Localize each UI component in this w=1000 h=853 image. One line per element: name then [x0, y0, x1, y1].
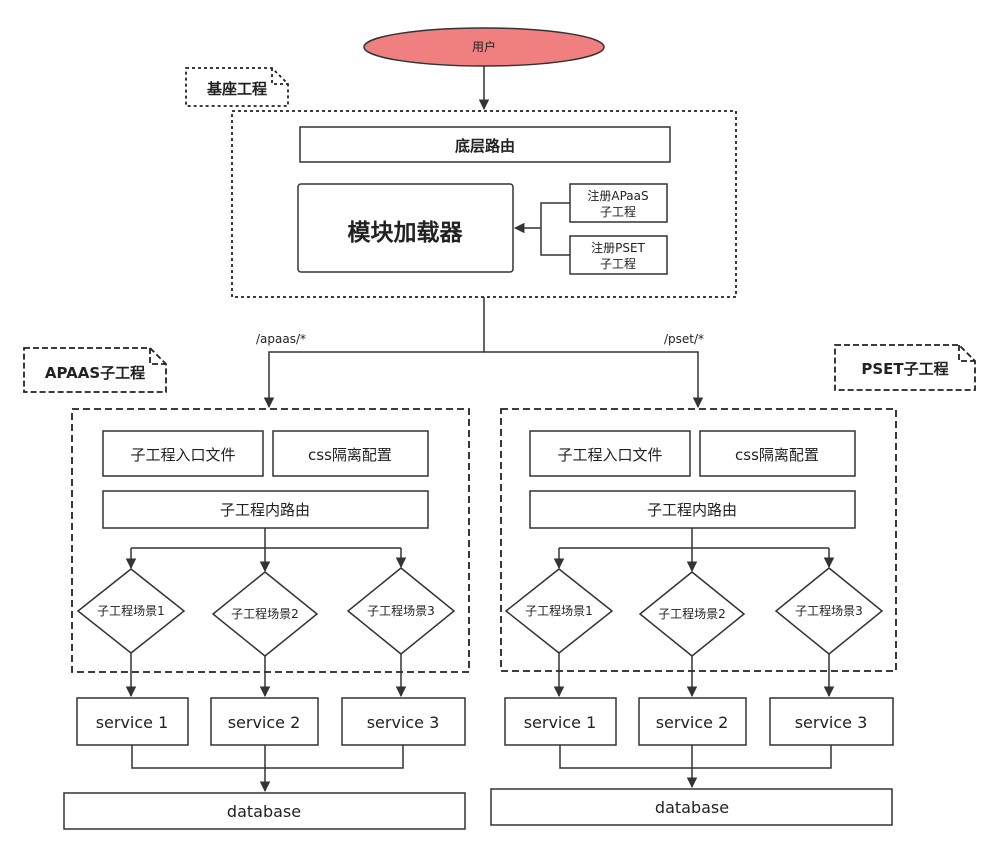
route-label-apaas: /apaas/* [256, 332, 306, 346]
pset-database-label: database [655, 798, 729, 817]
module-loader-box: 模块加载器 [297, 183, 514, 273]
apaas-service2: service 2 [210, 697, 319, 746]
module-loader-label: 模块加载器 [348, 220, 464, 246]
pset-scene3: 子工程场景3 [774, 567, 884, 655]
base-project-tag: 基座工程 [185, 67, 289, 107]
pset-css-label: css隔离配置 [735, 446, 819, 464]
apaas-container [71, 408, 470, 673]
register-pset-line1: 注册PSET [591, 240, 645, 255]
register-apaas-box: 注册APaaS 子工程 [569, 183, 668, 223]
pset-css-box: css隔离配置 [699, 430, 856, 477]
route-arrow-apaas [263, 297, 485, 409]
route-arrow-pset [484, 351, 704, 409]
route-label-pset: /pset/* [664, 332, 704, 346]
pset-service2-label: service 2 [656, 713, 729, 732]
base-project-label: 基座工程 [206, 80, 267, 98]
register-apaas-line2: 子工程 [600, 204, 636, 219]
apaas-service1: service 1 [76, 697, 189, 746]
user-label: 用户 [472, 39, 496, 54]
apaas-service2-label: service 2 [228, 713, 301, 732]
apaas-services-bus [131, 745, 404, 769]
pset-label: PSET子工程 [861, 360, 948, 378]
apaas-scene2-label: 子工程场景2 [231, 606, 299, 621]
apaas-router-label: 子工程内路由 [220, 501, 310, 519]
apaas-css-box: css隔离配置 [272, 430, 429, 477]
pset-router-box: 子工程内路由 [529, 490, 856, 529]
pset-scene2: 子工程场景2 [638, 571, 746, 657]
apaas-database: database [63, 792, 466, 830]
apaas-service1-label: service 1 [96, 713, 169, 732]
apaas-scene3: 子工程场景3 [346, 567, 456, 655]
apaas-service3: service 3 [341, 697, 466, 746]
apaas-entry-label: 子工程入口文件 [130, 446, 235, 464]
apaas-scene1-label: 子工程场景1 [97, 603, 165, 618]
pset-scene1-label: 子工程场景1 [525, 603, 593, 618]
apaas-tag: APAAS子工程 [23, 347, 167, 393]
apaas-scene1: 子工程场景1 [76, 568, 186, 654]
apaas-entry-box: 子工程入口文件 [102, 430, 264, 477]
pset-entry-label: 子工程入口文件 [557, 446, 662, 464]
pset-service3: service 3 [769, 697, 894, 746]
pset-database: database [490, 788, 893, 826]
pset-service1-label: service 1 [524, 713, 597, 732]
pset-container [500, 408, 897, 672]
apaas-router-box: 子工程内路由 [102, 490, 429, 529]
apaas-service3-label: service 3 [367, 713, 440, 732]
apaas-css-label: css隔离配置 [308, 446, 392, 464]
pset-scene3-label: 子工程场景3 [795, 603, 863, 618]
pset-services-bus [559, 745, 832, 769]
register-pset-line2: 子工程 [600, 256, 636, 271]
pset-tag: PSET子工程 [834, 344, 976, 391]
pset-service2: service 2 [638, 697, 747, 746]
apaas-subproject: APAAS子工程 子工程入口文件 css隔离配置 子工程内路由 子工程场景1 子… [23, 347, 470, 830]
pset-subproject: PSET子工程 子工程入口文件 css隔离配置 子工程内路由 子工程场景1 子工… [490, 344, 976, 826]
register-bracket [540, 202, 570, 256]
pset-scene1: 子工程场景1 [504, 568, 614, 654]
pset-router-label: 子工程内路由 [647, 501, 737, 519]
apaas-label: APAAS子工程 [45, 364, 145, 382]
user-node: 用户 [363, 27, 605, 67]
pset-scene2-label: 子工程场景2 [658, 606, 726, 621]
apaas-scene2: 子工程场景2 [211, 571, 319, 657]
pset-entry-box: 子工程入口文件 [529, 430, 691, 477]
pset-service1: service 1 [504, 697, 617, 746]
base-router-box: 底层路由 [299, 126, 671, 163]
base-router-label: 底层路由 [455, 137, 515, 155]
pset-service3-label: service 3 [795, 713, 868, 732]
apaas-scene3-label: 子工程场景3 [367, 603, 435, 618]
register-apaas-line1: 注册APaaS [587, 188, 648, 203]
apaas-database-label: database [227, 802, 301, 821]
register-pset-box: 注册PSET 子工程 [569, 235, 668, 275]
